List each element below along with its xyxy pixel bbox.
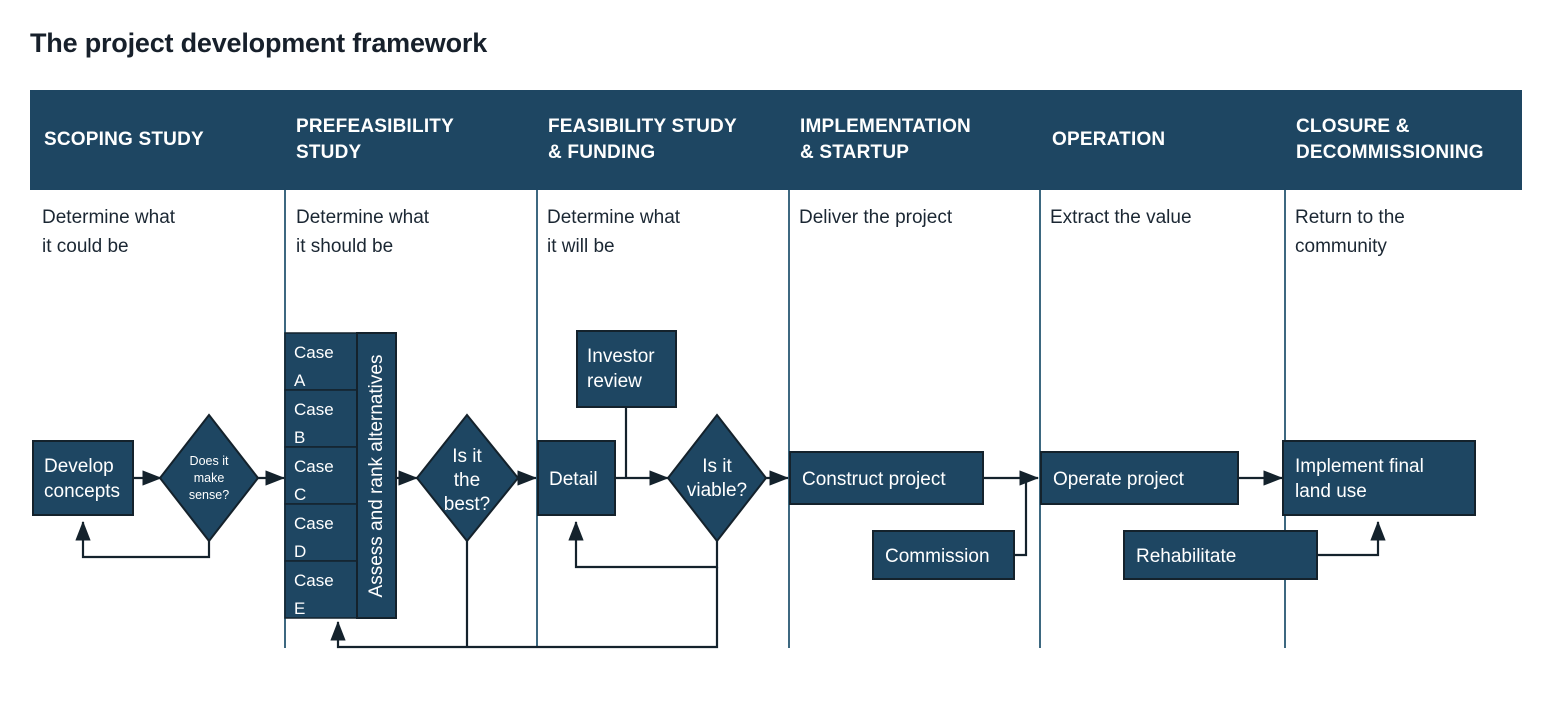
node-detail-label: Detail xyxy=(549,469,598,490)
connector-makesense-feedback-loop xyxy=(75,520,211,559)
stage-header-scoping-study: SCOPING STUDY xyxy=(44,90,300,190)
stage-subtitle-scoping-study: Determine what it could be xyxy=(42,207,176,257)
connector-isviable-feedback-to-detail xyxy=(568,520,719,569)
stage-header-label: SCOPING STUDY xyxy=(44,129,204,151)
node-commission-label: Commission xyxy=(885,546,990,567)
column-divider-3 xyxy=(788,190,790,648)
stage-header-label: OPERATION xyxy=(1052,129,1166,151)
column-divider-4 xyxy=(1039,190,1041,648)
connector-rehabilitate-to-implement xyxy=(1317,520,1386,557)
connector-commission-to-operate xyxy=(1014,478,1028,557)
node-detail[interactable]: Detail xyxy=(537,440,616,516)
stage-subtitle-implementation-startup: Deliver the project xyxy=(799,207,953,228)
stage-header-label: FEASIBILITY STUDY & FUNDING xyxy=(548,116,737,163)
stage-header-operation: OPERATION xyxy=(1052,90,1296,190)
stage-header-feasibility-study-funding: FEASIBILITY STUDY & FUNDING xyxy=(548,90,800,190)
stage-header-label: CLOSURE & DECOMMISSIONING xyxy=(1296,116,1484,163)
node-case-a[interactable] xyxy=(284,332,358,391)
stage-subtitle-prefeasibility-study: Determine what it should be xyxy=(296,207,430,257)
column-divider-5 xyxy=(1284,190,1286,648)
node-rehabilitate-label: Rehabilitate xyxy=(1136,546,1236,567)
stage-header-label: IMPLEMENTATION & STARTUP xyxy=(800,116,971,163)
node-rehabilitate[interactable]: Rehabilitate xyxy=(1123,530,1318,580)
stage-subtitle-feasibility-study-funding: Determine what it will be xyxy=(547,207,681,257)
node-assess-and-rank-label: Assess and rank alternatives xyxy=(366,355,387,598)
stage-header-label: PREFEASIBILITY STUDY xyxy=(296,116,454,163)
stage-header-band: SCOPING STUDY PREFEASIBILITY STUDY FEASI… xyxy=(30,90,1522,190)
node-operate-project-label: Operate project xyxy=(1053,469,1185,490)
stage-subtitle-operation: Extract the value xyxy=(1050,207,1192,228)
node-commission[interactable]: Commission xyxy=(872,530,1015,580)
stage-header-implementation-startup: IMPLEMENTATION & STARTUP xyxy=(800,90,1052,190)
node-assess-and-rank-alternatives[interactable]: Assess and rank alternatives xyxy=(356,332,397,619)
node-construct-project[interactable]: Construct project xyxy=(789,451,984,505)
node-case-e[interactable] xyxy=(284,560,358,619)
page-title: The project development framework xyxy=(30,28,488,58)
stage-subtitle-closure-decommissioning: Return to the community xyxy=(1295,207,1405,257)
node-case-c[interactable] xyxy=(284,446,358,505)
stage-header-prefeasibility-study: PREFEASIBILITY STUDY xyxy=(296,90,548,190)
column-divider-2 xyxy=(536,190,538,648)
node-construct-project-label: Construct project xyxy=(802,469,946,490)
connector-bottom-rail-to-cases xyxy=(330,620,467,649)
connector-isviable-feedback-long xyxy=(467,567,719,649)
stage-header-closure-decommissioning: CLOSURE & DECOMMISSIONING xyxy=(1296,90,1536,190)
node-operate-project[interactable]: Operate project xyxy=(1040,451,1239,505)
